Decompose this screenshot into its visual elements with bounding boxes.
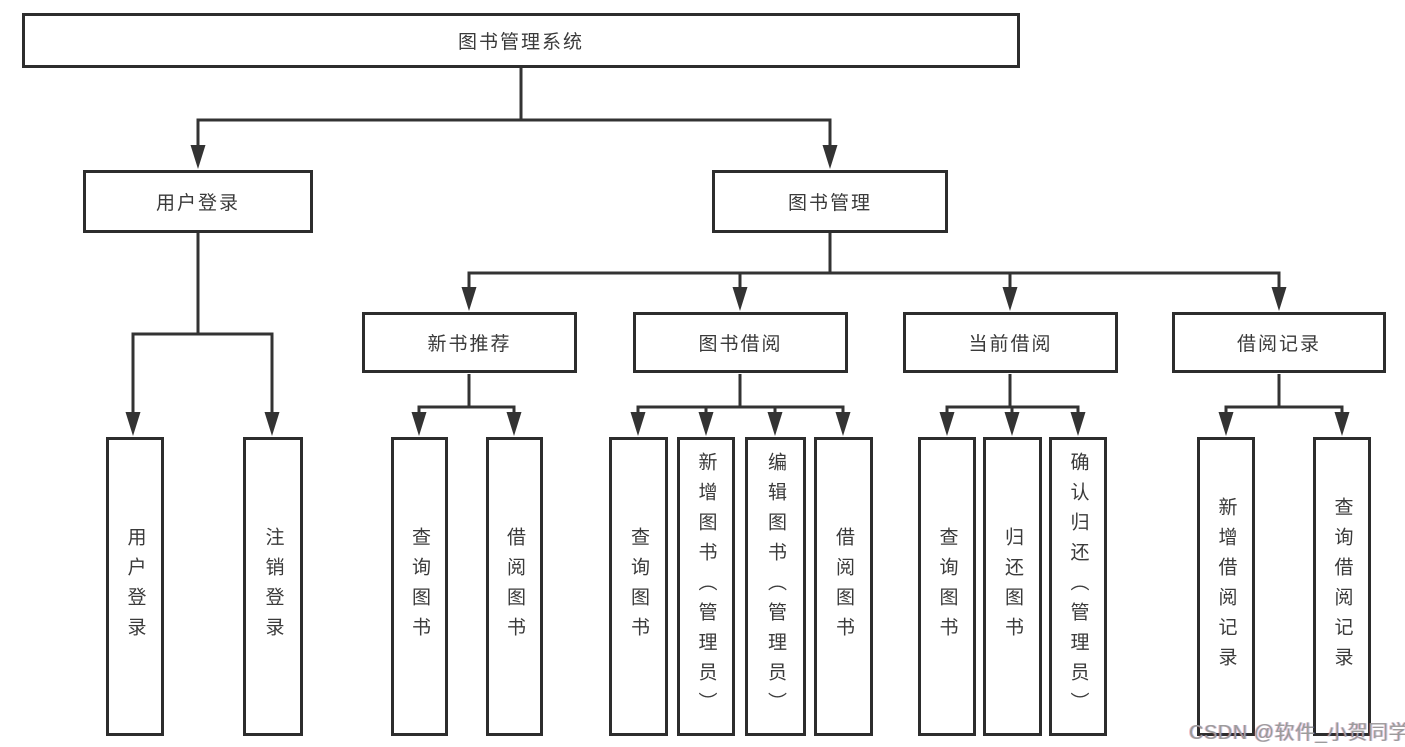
leaf-logout: 注销登录	[243, 437, 303, 736]
node-label: 用户登录	[155, 193, 240, 214]
node-book-management: 图书管理	[712, 170, 948, 233]
leaf-label: 查询图书	[628, 526, 649, 647]
leaf-borrow-book-1: 借阅图书	[486, 437, 543, 736]
node-current-borrow: 当前借阅	[903, 312, 1118, 373]
leaf-label: 确认归还（管理员）	[1067, 451, 1089, 722]
watermark: CSDN @软件_小贺同学	[1189, 722, 1405, 744]
node-user-login: 用户登录	[83, 170, 313, 233]
leaf-label: 注销登录	[262, 526, 284, 647]
leaf-add-borrow-record: 新增借阅记录	[1197, 437, 1255, 736]
leaf-return-book: 归还图书	[983, 437, 1042, 736]
leaf-edit-book-admin: 编辑图书（管理员）	[745, 437, 806, 736]
leaf-label: 用户登录	[124, 526, 146, 647]
leaf-label: 查询图书	[409, 526, 430, 647]
leaf-query-book-2: 查询图书	[609, 437, 668, 736]
node-new-book-recommend: 新书推荐	[362, 312, 577, 373]
node-label: 图书管理	[787, 193, 872, 214]
leaf-query-book-1: 查询图书	[391, 437, 448, 736]
leaf-label: 新增图书（管理员）	[695, 451, 717, 722]
node-label: 借阅记录	[1236, 334, 1321, 355]
leaf-borrow-book-2: 借阅图书	[814, 437, 873, 736]
leaf-query-borrow-record: 查询借阅记录	[1313, 437, 1371, 736]
leaf-label: 查询图书	[936, 526, 958, 647]
node-label: 图书管理系统	[457, 32, 584, 53]
leaf-label: 新增借阅记录	[1215, 496, 1237, 677]
node-book-borrow: 图书借阅	[633, 312, 848, 373]
node-label: 当前借阅	[968, 334, 1053, 355]
leaf-label: 查询借阅记录	[1331, 496, 1353, 677]
leaf-query-book-3: 查询图书	[918, 437, 976, 736]
leaf-label: 借阅图书	[833, 526, 854, 647]
leaf-confirm-return-admin: 确认归还（管理员）	[1049, 437, 1107, 736]
node-label: 图书借阅	[698, 334, 783, 355]
node-label: 新书推荐	[427, 334, 512, 355]
leaf-user-login: 用户登录	[106, 437, 164, 736]
node-library-system: 图书管理系统	[22, 13, 1020, 68]
node-borrow-records: 借阅记录	[1172, 312, 1386, 373]
leaf-add-book-admin: 新增图书（管理员）	[677, 437, 735, 736]
leaf-label: 借阅图书	[504, 526, 525, 647]
leaf-label: 编辑图书（管理员）	[765, 451, 786, 722]
leaf-label: 归还图书	[1002, 526, 1023, 647]
